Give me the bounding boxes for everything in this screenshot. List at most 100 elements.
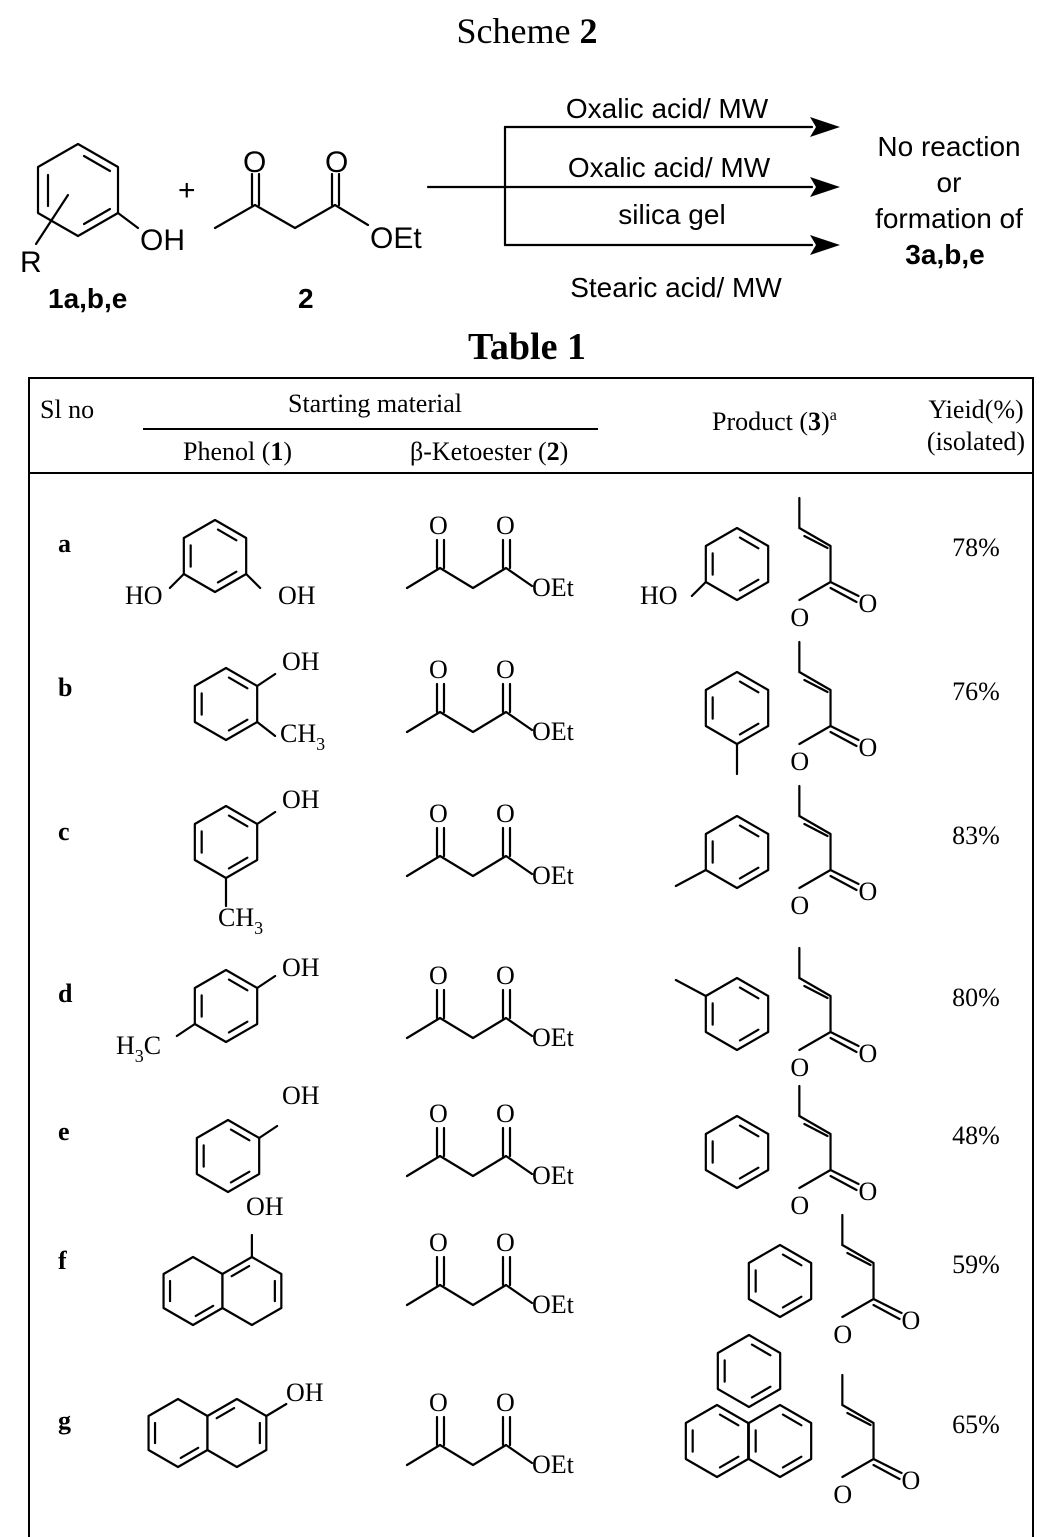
svg-text:O: O [429, 799, 448, 828]
phenol-structure: OH H3C [116, 953, 320, 1066]
svg-text:OH: OH [286, 1378, 324, 1407]
svg-text:OH: OH [246, 1192, 284, 1221]
row-yield: 83% [952, 821, 1000, 850]
row-id: f [58, 1246, 67, 1275]
row-yield: 80% [952, 983, 1000, 1012]
scheme-title-text: Scheme [456, 11, 580, 51]
phenol-structure: OH [195, 1081, 320, 1194]
svg-text:CH3: CH3 [218, 903, 263, 938]
scheme-condition-3: silica gel [618, 199, 725, 230]
scheme-phenol-structure [34, 142, 140, 246]
table-title: Table 1 [468, 326, 586, 368]
row-yield: 59% [952, 1250, 1000, 1279]
svg-text:H3C: H3C [116, 1031, 161, 1066]
svg-text:O: O [833, 1320, 852, 1349]
scheme-condition-2: Oxalic acid/ MW [568, 152, 771, 183]
scheme-ketoester-structure [213, 172, 370, 230]
svg-text:O: O [496, 1388, 515, 1417]
svg-text:O: O [429, 1388, 448, 1417]
row-yield: 48% [952, 1121, 1000, 1150]
svg-text:O: O [902, 1466, 921, 1495]
scheme-result-line3: formation of [875, 203, 1023, 234]
scheme-phenol-oh: OH [140, 224, 185, 257]
svg-text:OH: OH [282, 953, 320, 982]
svg-text:CH3: CH3 [280, 719, 325, 754]
svg-text:O: O [790, 747, 809, 776]
svg-text:OH: OH [278, 581, 316, 610]
product-structure: O O HO [640, 496, 878, 632]
ketoester-structure: O O OEt [405, 511, 575, 602]
svg-text:O: O [859, 1177, 878, 1206]
scheme-plus: + [178, 174, 196, 207]
header-yield: Yieid(%) [928, 395, 1023, 424]
header-starting-material: Starting material [288, 389, 462, 418]
svg-text:HO: HO [640, 581, 678, 610]
svg-text:O: O [496, 961, 515, 990]
svg-text:O: O [790, 603, 809, 632]
phenol-structure: OH CH3 [193, 647, 325, 754]
svg-text:O: O [790, 891, 809, 920]
svg-text:O: O [429, 511, 448, 540]
svg-text:OH: OH [282, 647, 320, 676]
reaction-scheme: OH R 1a,b,e + O O OEt 2 Oxalic acid/ MW … [20, 93, 1023, 314]
svg-text:OEt: OEt [532, 717, 575, 746]
row-id: e [58, 1117, 70, 1146]
scheme-condition-4: Stearic acid/ MW [570, 272, 782, 303]
svg-text:O: O [496, 1228, 515, 1257]
scheme-title: Scheme 2 [0, 10, 1054, 52]
header-sl-no: Sl no [40, 395, 94, 424]
scheme-arrows [426, 117, 840, 255]
row-yield: 65% [952, 1410, 1000, 1439]
scheme-title-number: 2 [579, 11, 598, 51]
svg-text:O: O [790, 1053, 809, 1082]
header-phenol: Phenol (1) [183, 437, 292, 466]
svg-text:O: O [790, 1191, 809, 1220]
row-id: d [58, 979, 73, 1008]
scheme-phenol-label: 1a,b,e [48, 283, 127, 314]
scheme-ketoester-o2: O [325, 146, 348, 179]
svg-text:O: O [859, 589, 878, 618]
svg-text:OH: OH [282, 1081, 320, 1110]
phenol-structure: OH CH3 [193, 785, 320, 938]
scheme-result-line2: or [937, 167, 962, 198]
svg-text:OEt: OEt [532, 573, 575, 602]
ketoester-structure: O O OEt [405, 1388, 575, 1479]
svg-text:O: O [859, 1039, 878, 1068]
svg-text:O: O [902, 1306, 921, 1335]
row-yield: 76% [952, 677, 1000, 706]
svg-text:O: O [496, 511, 515, 540]
header-isolated: (isolated) [927, 427, 1025, 456]
svg-text:O: O [429, 961, 448, 990]
svg-text:O: O [859, 877, 878, 906]
ketoester-structure: O O OEt [405, 655, 575, 746]
svg-text:OEt: OEt [532, 1450, 575, 1479]
row-id: g [58, 1406, 71, 1435]
scheme-ketoester-o1: O [243, 146, 266, 179]
svg-text:HO: HO [125, 581, 163, 610]
scheme-ketoester-label: 2 [298, 283, 314, 314]
scheme-phenol-r: R [20, 246, 42, 279]
svg-text:O: O [496, 655, 515, 684]
svg-text:O: O [429, 655, 448, 684]
scheme-ketoester-oet: OEt [370, 222, 422, 255]
svg-text:OH: OH [282, 785, 320, 814]
svg-text:OEt: OEt [532, 1161, 575, 1190]
table-frame [28, 377, 1034, 1537]
svg-text:O: O [496, 799, 515, 828]
